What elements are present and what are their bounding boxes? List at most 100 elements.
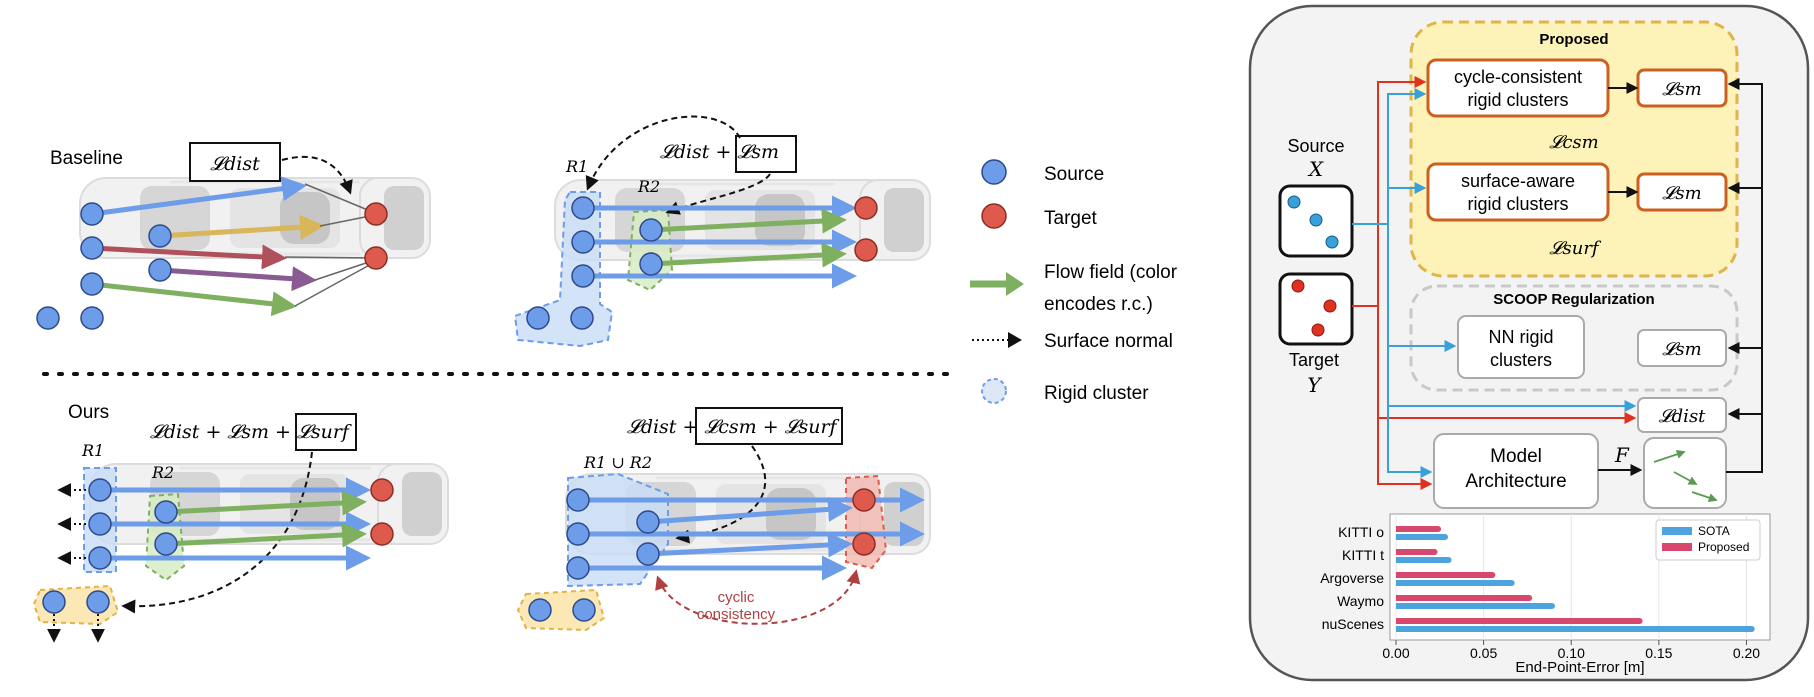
flow-arrow	[91, 244, 287, 270]
r1-label: R1	[81, 441, 104, 460]
lsm-label-scoop: 𝓛sm	[1662, 339, 1701, 360]
ours-left-flow-arrows	[100, 477, 371, 571]
model-arch-line1: Model	[1490, 446, 1542, 467]
chart-bar-proposed	[1396, 595, 1530, 601]
chart-bar-proposed-cap	[1636, 618, 1643, 624]
source-point	[154, 500, 178, 524]
cycle-consistent-line1: cycle-consistent	[1454, 67, 1582, 87]
chart-category-label: KITTI t	[1342, 547, 1384, 563]
ours-left-source-points	[42, 478, 178, 614]
target-to-model-arrow	[1377, 418, 1433, 490]
target-input-label: Target	[1289, 350, 1339, 370]
flow-arrow	[91, 176, 307, 217]
legend-cluster-label: Rigid cluster	[1044, 383, 1149, 404]
chart-bar-sota	[1396, 580, 1512, 586]
legend-normal-arrowhead	[1008, 332, 1022, 348]
ours-label: Ours	[68, 402, 109, 423]
car-image	[553, 178, 897, 262]
r2-label: R2	[637, 177, 660, 196]
target-input-var: Y	[1307, 373, 1322, 397]
loss-ours-left-label: 𝓛dist + 𝓛sm + 𝓛surf	[150, 421, 352, 443]
loss-csm-arrow	[675, 445, 767, 544]
chart-category-label: Waymo	[1337, 593, 1384, 609]
legend-target-label: Target	[1044, 208, 1098, 229]
source-point	[42, 590, 66, 614]
chart-tick-label: 0.15	[1645, 645, 1672, 661]
target-point	[370, 478, 394, 502]
source-dot	[1309, 213, 1323, 227]
chart-bar-sota	[1396, 626, 1752, 632]
loss-csm-surf-box	[695, 407, 843, 445]
source-point	[80, 236, 104, 260]
chart-bar-sota	[1396, 534, 1446, 540]
chart-legend: SOTA Proposed	[1655, 519, 1761, 561]
flow-arrow	[165, 490, 367, 516]
loss-surf-arrow	[121, 451, 313, 614]
target-point	[854, 196, 878, 220]
source-connectors	[1352, 88, 1637, 478]
chart-bar-sota-cap	[1445, 557, 1452, 563]
source-point	[148, 224, 172, 248]
legend-target-swatch	[981, 203, 1007, 229]
chart-xlabel: End-Point-Error [m]	[1515, 659, 1644, 676]
baseline-label: Baseline	[50, 148, 123, 169]
nn-rigid-clusters-box	[1457, 315, 1585, 379]
ours-normal-arrows	[47, 483, 105, 643]
source-point	[636, 542, 660, 566]
baseline-source-points	[36, 202, 172, 330]
source-point	[566, 488, 590, 512]
source-point	[526, 306, 550, 330]
source-point	[571, 264, 595, 288]
chart-bar-proposed-cap	[1431, 549, 1438, 555]
f-label: F	[1614, 443, 1630, 467]
source-point	[570, 306, 594, 330]
chart-legend-proposed-label: Proposed	[1698, 540, 1749, 554]
flow-arrow	[647, 532, 853, 558]
source-input-var: X	[1307, 157, 1324, 181]
chart-tick-label: 0.20	[1733, 645, 1760, 661]
source-point	[86, 590, 110, 614]
lsm-label-top: 𝓛sm	[1662, 79, 1701, 100]
model-arch-line2: Architecture	[1465, 471, 1566, 492]
source-point	[80, 306, 104, 330]
chart-legend-proposed-swatch	[1662, 543, 1692, 551]
top-right-flow-arrows	[583, 195, 857, 289]
nn-rigid-line2: clusters	[1490, 350, 1552, 370]
target-point	[370, 522, 394, 546]
legend: Source Target Flow field (color encodes …	[970, 159, 1178, 404]
source-to-model-arrow	[1387, 406, 1433, 478]
baseline-flow-arrows	[91, 176, 376, 317]
legend-flow-label-line2: encodes r.c.)	[1044, 294, 1153, 315]
distance-line	[304, 183, 376, 214]
loss-ours-right-label: 𝓛dist + 𝓛csm + 𝓛surf	[627, 416, 840, 438]
legend-cluster-swatch	[981, 378, 1007, 404]
lsm-label-mid: 𝓛sm	[1662, 183, 1701, 204]
flow-arrow	[647, 496, 853, 525]
flow-arrow	[159, 214, 325, 240]
feedback-to-lsm-top	[1726, 78, 1763, 473]
feedback-connectors	[1726, 78, 1763, 473]
loss-dist-box	[189, 142, 281, 182]
flow-output-box	[1643, 437, 1727, 509]
flow-arrow	[91, 281, 297, 317]
ours-right-source-points	[528, 488, 660, 622]
target-point	[854, 238, 878, 262]
chart-tick-label: 0.05	[1470, 645, 1497, 661]
chart-bar-sota-cap	[1508, 580, 1515, 586]
source-point	[88, 478, 112, 502]
legend-normal-label: Surface normal	[1044, 331, 1173, 352]
cycle-consistent-line2: rigid clusters	[1467, 90, 1568, 110]
distance-line	[314, 259, 376, 281]
flow-arrow	[650, 242, 847, 268]
chart-bar-sota	[1396, 557, 1449, 563]
chart-category-label: Argoverse	[1320, 570, 1384, 586]
source-to-surface-arrow	[1387, 182, 1427, 224]
flow-vector-icon	[1673, 471, 1698, 485]
flow-vector-icon	[1653, 450, 1686, 463]
target-connectors	[1352, 76, 1637, 490]
target-point	[364, 202, 388, 226]
source-point	[636, 510, 660, 534]
